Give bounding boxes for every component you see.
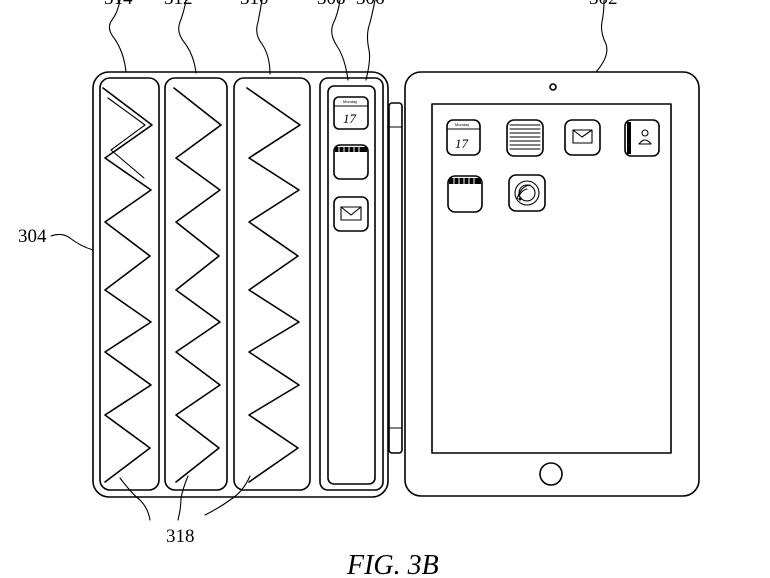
window-outer-306 [319, 77, 384, 491]
home-button [539, 462, 563, 486]
svg-text:Monday: Monday [455, 122, 469, 127]
tablet-device: Monday 17 [404, 71, 700, 497]
label-310: 310 [240, 0, 269, 9]
front-camera [549, 83, 557, 91]
panel-310 [233, 77, 311, 491]
mail-icon [333, 196, 369, 232]
reference-labels: 314 312 310 308 306 302 304 318 [18, 0, 618, 547]
hinge [388, 102, 403, 454]
panel-312 [164, 77, 228, 491]
zigzag-fold-1-inner [107, 97, 146, 179]
label-314: 314 [104, 0, 133, 9]
leader-lines [50, 0, 608, 521]
zigzag-fold-3 [246, 87, 301, 483]
contacts-icon [624, 119, 660, 157]
svg-text:17: 17 [343, 111, 357, 126]
label-304: 304 [18, 226, 47, 247]
notes-icon [506, 119, 544, 157]
cover: Monday 17 [92, 71, 389, 498]
zigzag-fold-2 [173, 87, 222, 483]
label-302: 302 [589, 0, 618, 9]
window-inner-308 [327, 85, 376, 485]
screen-mail-icon [564, 119, 601, 156]
panel-314 [99, 77, 160, 491]
figure-caption: FIG. 3B [346, 550, 439, 578]
label-312: 312 [164, 0, 193, 9]
tablet-screen [431, 103, 672, 454]
screen-calendar-icon: Monday 17 [446, 119, 481, 156]
label-308: 308 [317, 0, 346, 9]
svg-text:Monday: Monday [343, 99, 357, 104]
label-318: 318 [166, 526, 195, 547]
tablet-body [404, 71, 700, 497]
svg-text:17: 17 [455, 136, 469, 151]
wireless-icon [508, 174, 546, 212]
label-306: 306 [356, 0, 385, 9]
cover-outline [92, 71, 389, 498]
zigzag-fold-1 [102, 87, 153, 483]
calendar-icon: Monday 17 [333, 96, 369, 130]
screen-video-icon [447, 175, 483, 213]
video-clapper-icon [333, 144, 369, 180]
